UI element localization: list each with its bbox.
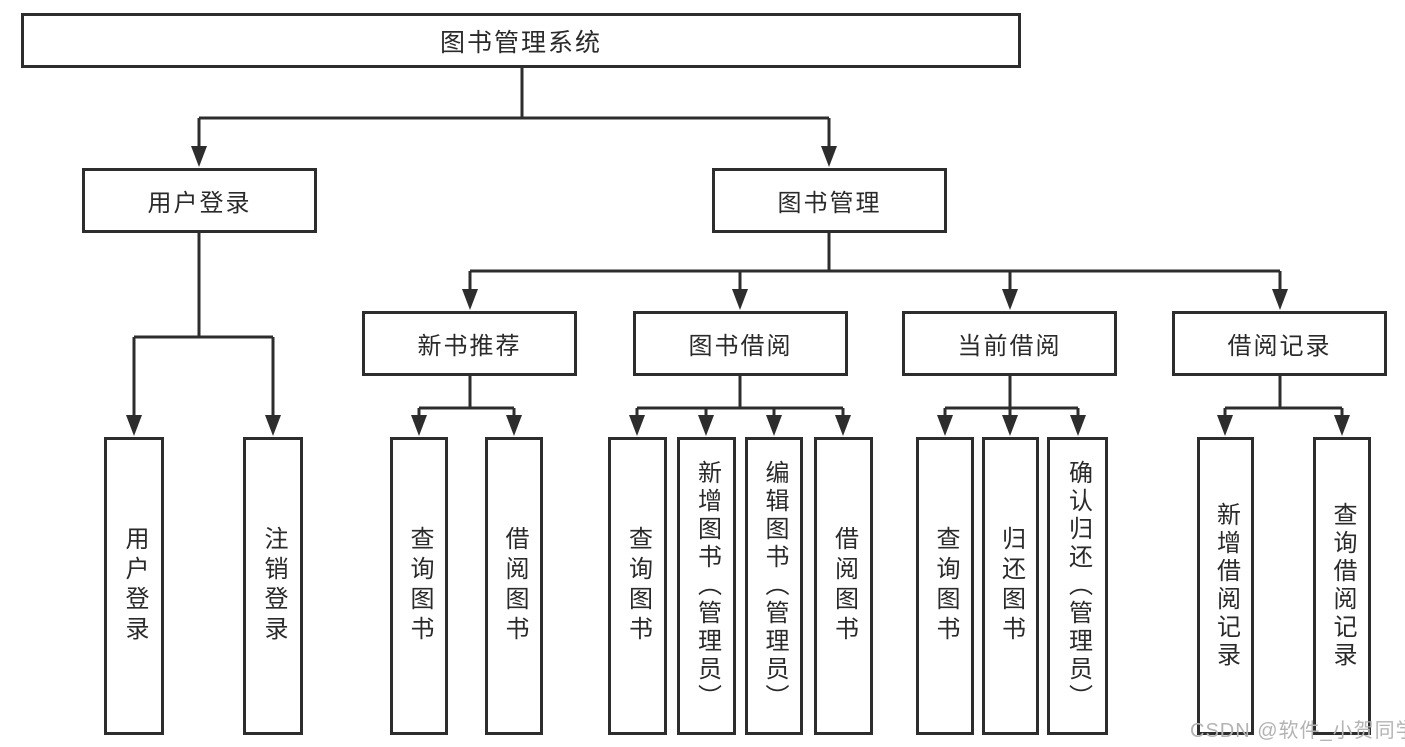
csdn-watermark: CSDN @软件_小贺同学 (1190, 720, 1405, 742)
leaf-query-books-recommend: 查询图书 (390, 437, 448, 735)
leaf-query-books-current: 查询图书 (916, 437, 974, 735)
leaf-edit-books-admin: 编辑图书（管理员） (745, 437, 803, 735)
arrow-down-icon (1272, 289, 1288, 310)
node-borrowing-records: 借阅记录 (1172, 311, 1387, 376)
arrow-down-icon (937, 415, 953, 436)
leaf-query-books-borrowing: 查询图书 (608, 437, 667, 735)
leaf-query-borrowing-record: 查询借阅记录 (1313, 437, 1371, 735)
leaf-add-books-admin: 新增图书（管理员） (677, 437, 736, 735)
leaf-confirm-return-admin: 确认归还（管理员） (1047, 437, 1108, 735)
arrow-down-icon (191, 146, 207, 167)
arrow-down-icon (821, 146, 837, 167)
leaf-user-login: 用户登录 (104, 437, 164, 735)
arrow-down-icon (1070, 415, 1086, 436)
arrow-down-icon (1002, 415, 1018, 436)
node-book-management: 图书管理 (712, 168, 947, 233)
arrow-down-icon (698, 415, 714, 436)
node-book-borrowing: 图书借阅 (633, 311, 848, 376)
leaf-logout: 注销登录 (243, 437, 303, 735)
arrow-down-icon (732, 289, 748, 310)
arrow-down-icon (506, 415, 522, 436)
arrow-down-icon (629, 415, 645, 436)
arrow-down-icon (1217, 415, 1233, 436)
arrow-down-icon (411, 415, 427, 436)
leaf-borrow-books: 借阅图书 (814, 437, 873, 735)
arrow-down-icon (835, 415, 851, 436)
node-new-book-recommendation: 新书推荐 (362, 311, 577, 376)
leaf-borrow-books-recommend: 借阅图书 (485, 437, 543, 735)
leaf-add-borrowing-record: 新增借阅记录 (1197, 437, 1254, 735)
arrow-down-icon (766, 415, 782, 436)
node-library-management-system: 图书管理系统 (21, 13, 1021, 68)
arrow-down-icon (1334, 415, 1350, 436)
arrow-down-icon (1002, 289, 1018, 310)
arrow-down-icon (265, 415, 281, 436)
leaf-return-books: 归还图书 (982, 437, 1039, 735)
arrow-down-icon (126, 415, 142, 436)
arrow-down-icon (462, 289, 478, 310)
node-current-borrowing: 当前借阅 (902, 311, 1117, 376)
node-user-login: 用户登录 (82, 168, 317, 233)
